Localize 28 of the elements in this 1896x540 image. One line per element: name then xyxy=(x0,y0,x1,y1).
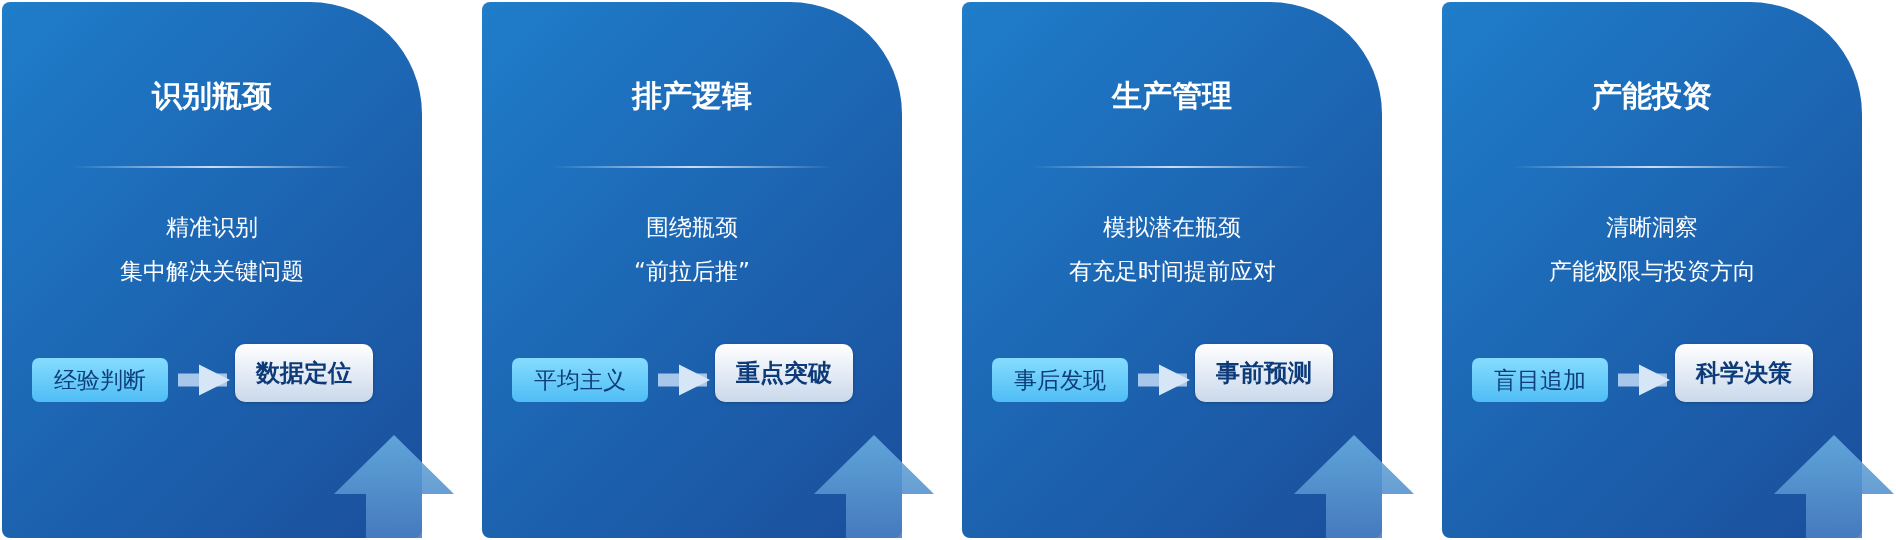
description-line: 精准识别 xyxy=(166,214,258,240)
card xyxy=(482,2,902,538)
description-line: 有充足时间提前应对 xyxy=(1068,258,1276,284)
old-method-tag: 经验判断 xyxy=(32,358,168,402)
card-title: 产能投资 xyxy=(1592,78,1712,113)
new-method-tag: 事前预测 xyxy=(1195,344,1333,402)
description-line: 产能极限与投资方向 xyxy=(1548,258,1756,284)
card-title: 排产逻辑 xyxy=(632,78,752,113)
arrow xyxy=(658,364,711,396)
description-line: 围绕瓶颈 xyxy=(646,214,738,240)
new-method-tag: 数据定位 xyxy=(235,344,373,402)
description-line: 清晰洞察 xyxy=(1606,214,1698,240)
new-method-tag: 重点突破 xyxy=(715,344,853,402)
description-line: “前拉后推” xyxy=(634,258,750,284)
arrow xyxy=(178,364,231,396)
arrow xyxy=(1618,364,1671,396)
old-method-tag: 平均主义 xyxy=(512,358,648,402)
arrow xyxy=(1138,364,1191,396)
old-method-tag: 事后发现 xyxy=(992,358,1128,402)
description-line: 集中解决关键问题 xyxy=(120,258,304,284)
old-method-tag: 盲目追加 xyxy=(1472,358,1608,402)
card-title: 生产管理 xyxy=(1112,78,1232,113)
card xyxy=(1442,2,1862,538)
card xyxy=(2,2,422,538)
card-title: 识别瓶颈 xyxy=(152,78,272,113)
description-line: 模拟潜在瓶颈 xyxy=(1103,214,1241,240)
new-method-tag: 科学决策 xyxy=(1675,344,1813,402)
card xyxy=(962,2,1382,538)
